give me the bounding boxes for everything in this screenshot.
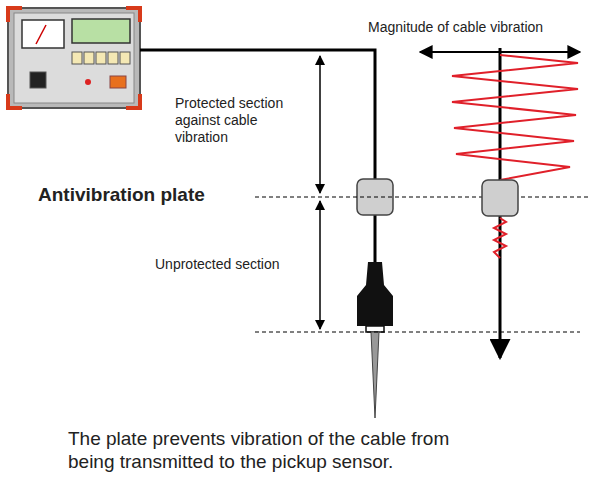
sensor-cable	[140, 50, 375, 262]
lcd-display	[72, 19, 130, 43]
section-label: Unprotected section	[155, 256, 315, 273]
small-vibration-wave	[494, 218, 506, 258]
plate-label: Antivibration plate	[38, 184, 248, 207]
meter-needle	[36, 25, 46, 44]
probe-ring	[366, 326, 384, 332]
unprotected-dimension	[319, 201, 321, 329]
instrument-panel	[14, 13, 134, 103]
caption: The plate prevents vibration of the cabl…	[68, 428, 488, 474]
orange-button	[110, 76, 126, 88]
protected-dimension	[319, 56, 321, 193]
pickup-needle	[371, 332, 379, 418]
section-label: Protected section against cable vibratio…	[175, 95, 313, 145]
instrument-housing	[8, 8, 140, 108]
indicator-lamp	[85, 79, 91, 85]
antivibration-plate	[482, 180, 518, 216]
measuring-instrument	[8, 8, 140, 108]
probe-connector	[357, 262, 393, 326]
plate-level-line	[255, 197, 590, 198]
magnitude-label: Magnitude of cable vibration	[368, 19, 594, 36]
button-row	[72, 52, 130, 64]
sensor-level-line	[255, 332, 580, 333]
power-switch	[30, 72, 46, 88]
analog-meter	[22, 20, 64, 48]
large-vibration-wave	[452, 55, 578, 180]
housing-corners	[8, 8, 140, 108]
